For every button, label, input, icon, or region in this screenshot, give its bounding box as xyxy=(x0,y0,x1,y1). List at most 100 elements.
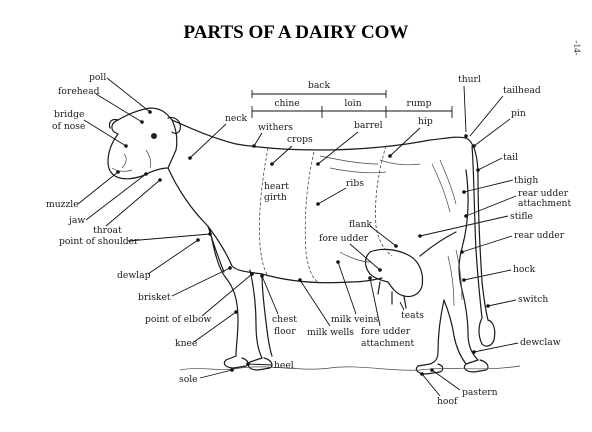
cow-switch xyxy=(479,318,495,346)
barrel-shading xyxy=(320,156,420,173)
label-neck: neck xyxy=(225,113,247,124)
label-rump: rump xyxy=(407,98,432,109)
label-muzzle: muzzle xyxy=(46,199,79,210)
barrel-line xyxy=(305,152,318,282)
label-brisket: brisket xyxy=(138,292,171,303)
leader-milk-veins xyxy=(338,262,356,314)
label-poll: poll xyxy=(89,72,106,83)
label-dewlap: dewlap xyxy=(117,270,151,281)
leader-hock xyxy=(464,270,511,280)
label-ribs: ribs xyxy=(346,178,364,189)
thigh-shading xyxy=(432,160,456,212)
label-point-of-shoulder: point of shoulder xyxy=(59,236,139,247)
label-tail: tail xyxy=(503,152,518,163)
label-chine: chine xyxy=(274,98,299,109)
leader-tail xyxy=(478,158,502,170)
label-pin: pin xyxy=(511,108,526,119)
tail-inner xyxy=(472,146,482,318)
flank-line xyxy=(420,232,456,256)
label-throat: throat xyxy=(93,225,122,236)
label-jaw: jaw xyxy=(68,215,85,226)
leader-stifle xyxy=(420,216,508,236)
label-bridge-of-nose-1: bridge xyxy=(54,109,84,120)
leader-forehead xyxy=(96,94,142,122)
elbow-line xyxy=(262,274,272,356)
cow-eye xyxy=(151,133,157,139)
leader-dewclaw xyxy=(474,343,518,352)
cow-udder xyxy=(366,249,423,296)
label-chest-floor-2: floor xyxy=(274,326,296,337)
label-fore-udder-attachment-2: attachment xyxy=(361,338,414,349)
heart-girth-line xyxy=(259,148,268,276)
leader-fore-udder xyxy=(350,244,380,270)
label-milk-wells: milk wells xyxy=(307,327,354,338)
leader-throat xyxy=(106,180,160,226)
leader-pastern xyxy=(432,370,460,390)
leader-flank xyxy=(370,226,396,246)
leader-muzzle xyxy=(78,172,118,204)
label-heel: heel xyxy=(274,360,294,371)
label-hoof: hoof xyxy=(437,396,458,407)
cow-hind-leg xyxy=(444,170,478,364)
label-teats: teats xyxy=(401,310,424,321)
label-heart-girth-1: heart xyxy=(264,181,289,192)
label-pastern: pastern xyxy=(462,387,498,398)
leader-thigh xyxy=(464,180,513,192)
leader-dewlap xyxy=(148,240,198,274)
leader-hip xyxy=(390,128,420,156)
label-hip: hip xyxy=(418,116,433,127)
leader-heel xyxy=(248,364,272,365)
fore-leg-rear-edge xyxy=(250,270,262,362)
label-bridge-of-nose-2: of nose xyxy=(52,121,85,132)
label-loin: loin xyxy=(344,98,361,109)
cow-head xyxy=(108,108,177,179)
label-crops: crops xyxy=(287,134,313,145)
label-back: back xyxy=(308,80,331,91)
label-fore-udder: fore udder xyxy=(319,233,369,244)
leader-hoof xyxy=(422,374,440,396)
label-fore-udder-attachment-1: fore udder xyxy=(361,326,411,337)
page-number: -14- xyxy=(572,41,582,56)
label-barrel: barrel xyxy=(354,120,383,131)
leader-ribs xyxy=(318,188,346,204)
label-thurl: thurl xyxy=(458,74,481,85)
leader-brisket xyxy=(172,268,230,296)
label-milk-veins: milk veins xyxy=(331,314,379,325)
mouth-line xyxy=(112,168,132,171)
label-sole: sole xyxy=(179,374,198,385)
neck-underside xyxy=(168,168,262,274)
label-rear-udder: rear udder xyxy=(514,230,565,241)
label-knee: knee xyxy=(175,338,197,349)
label-flank: flank xyxy=(349,219,373,230)
leader-bridge-of-nose xyxy=(84,120,126,146)
label-dewclaw: dewclaw xyxy=(520,337,561,348)
label-forehead: forehead xyxy=(58,86,100,97)
label-switch: switch xyxy=(518,294,548,305)
label-rear-udder-attachment-2: attachment xyxy=(518,198,571,209)
label-hock: hock xyxy=(513,264,536,275)
label-stifle: stifle xyxy=(510,211,533,222)
leader-sole xyxy=(200,370,232,378)
label-chest-floor-1: chest xyxy=(272,314,297,325)
leader-milk-wells xyxy=(300,280,330,326)
hind-hoof-right xyxy=(464,360,488,372)
leader-jaw xyxy=(86,174,146,220)
leader-rear-udder-attachment xyxy=(466,196,516,216)
label-withers: withers xyxy=(258,122,293,133)
muzzle-shading xyxy=(122,154,126,168)
label-point-of-elbow: point of elbow xyxy=(145,314,212,325)
leader-switch xyxy=(488,300,516,306)
cow-belly xyxy=(262,274,382,283)
label-tailhead: tailhead xyxy=(503,85,541,96)
leader-thurl xyxy=(464,86,466,132)
face-shading xyxy=(146,150,151,168)
leader-neck xyxy=(190,124,226,158)
cow-tail xyxy=(466,138,488,320)
leader-teats xyxy=(400,302,404,310)
leader-withers xyxy=(254,133,262,146)
leader-poll xyxy=(107,78,150,112)
leader-tailhead xyxy=(470,96,503,136)
label-thigh: thigh xyxy=(514,175,538,186)
